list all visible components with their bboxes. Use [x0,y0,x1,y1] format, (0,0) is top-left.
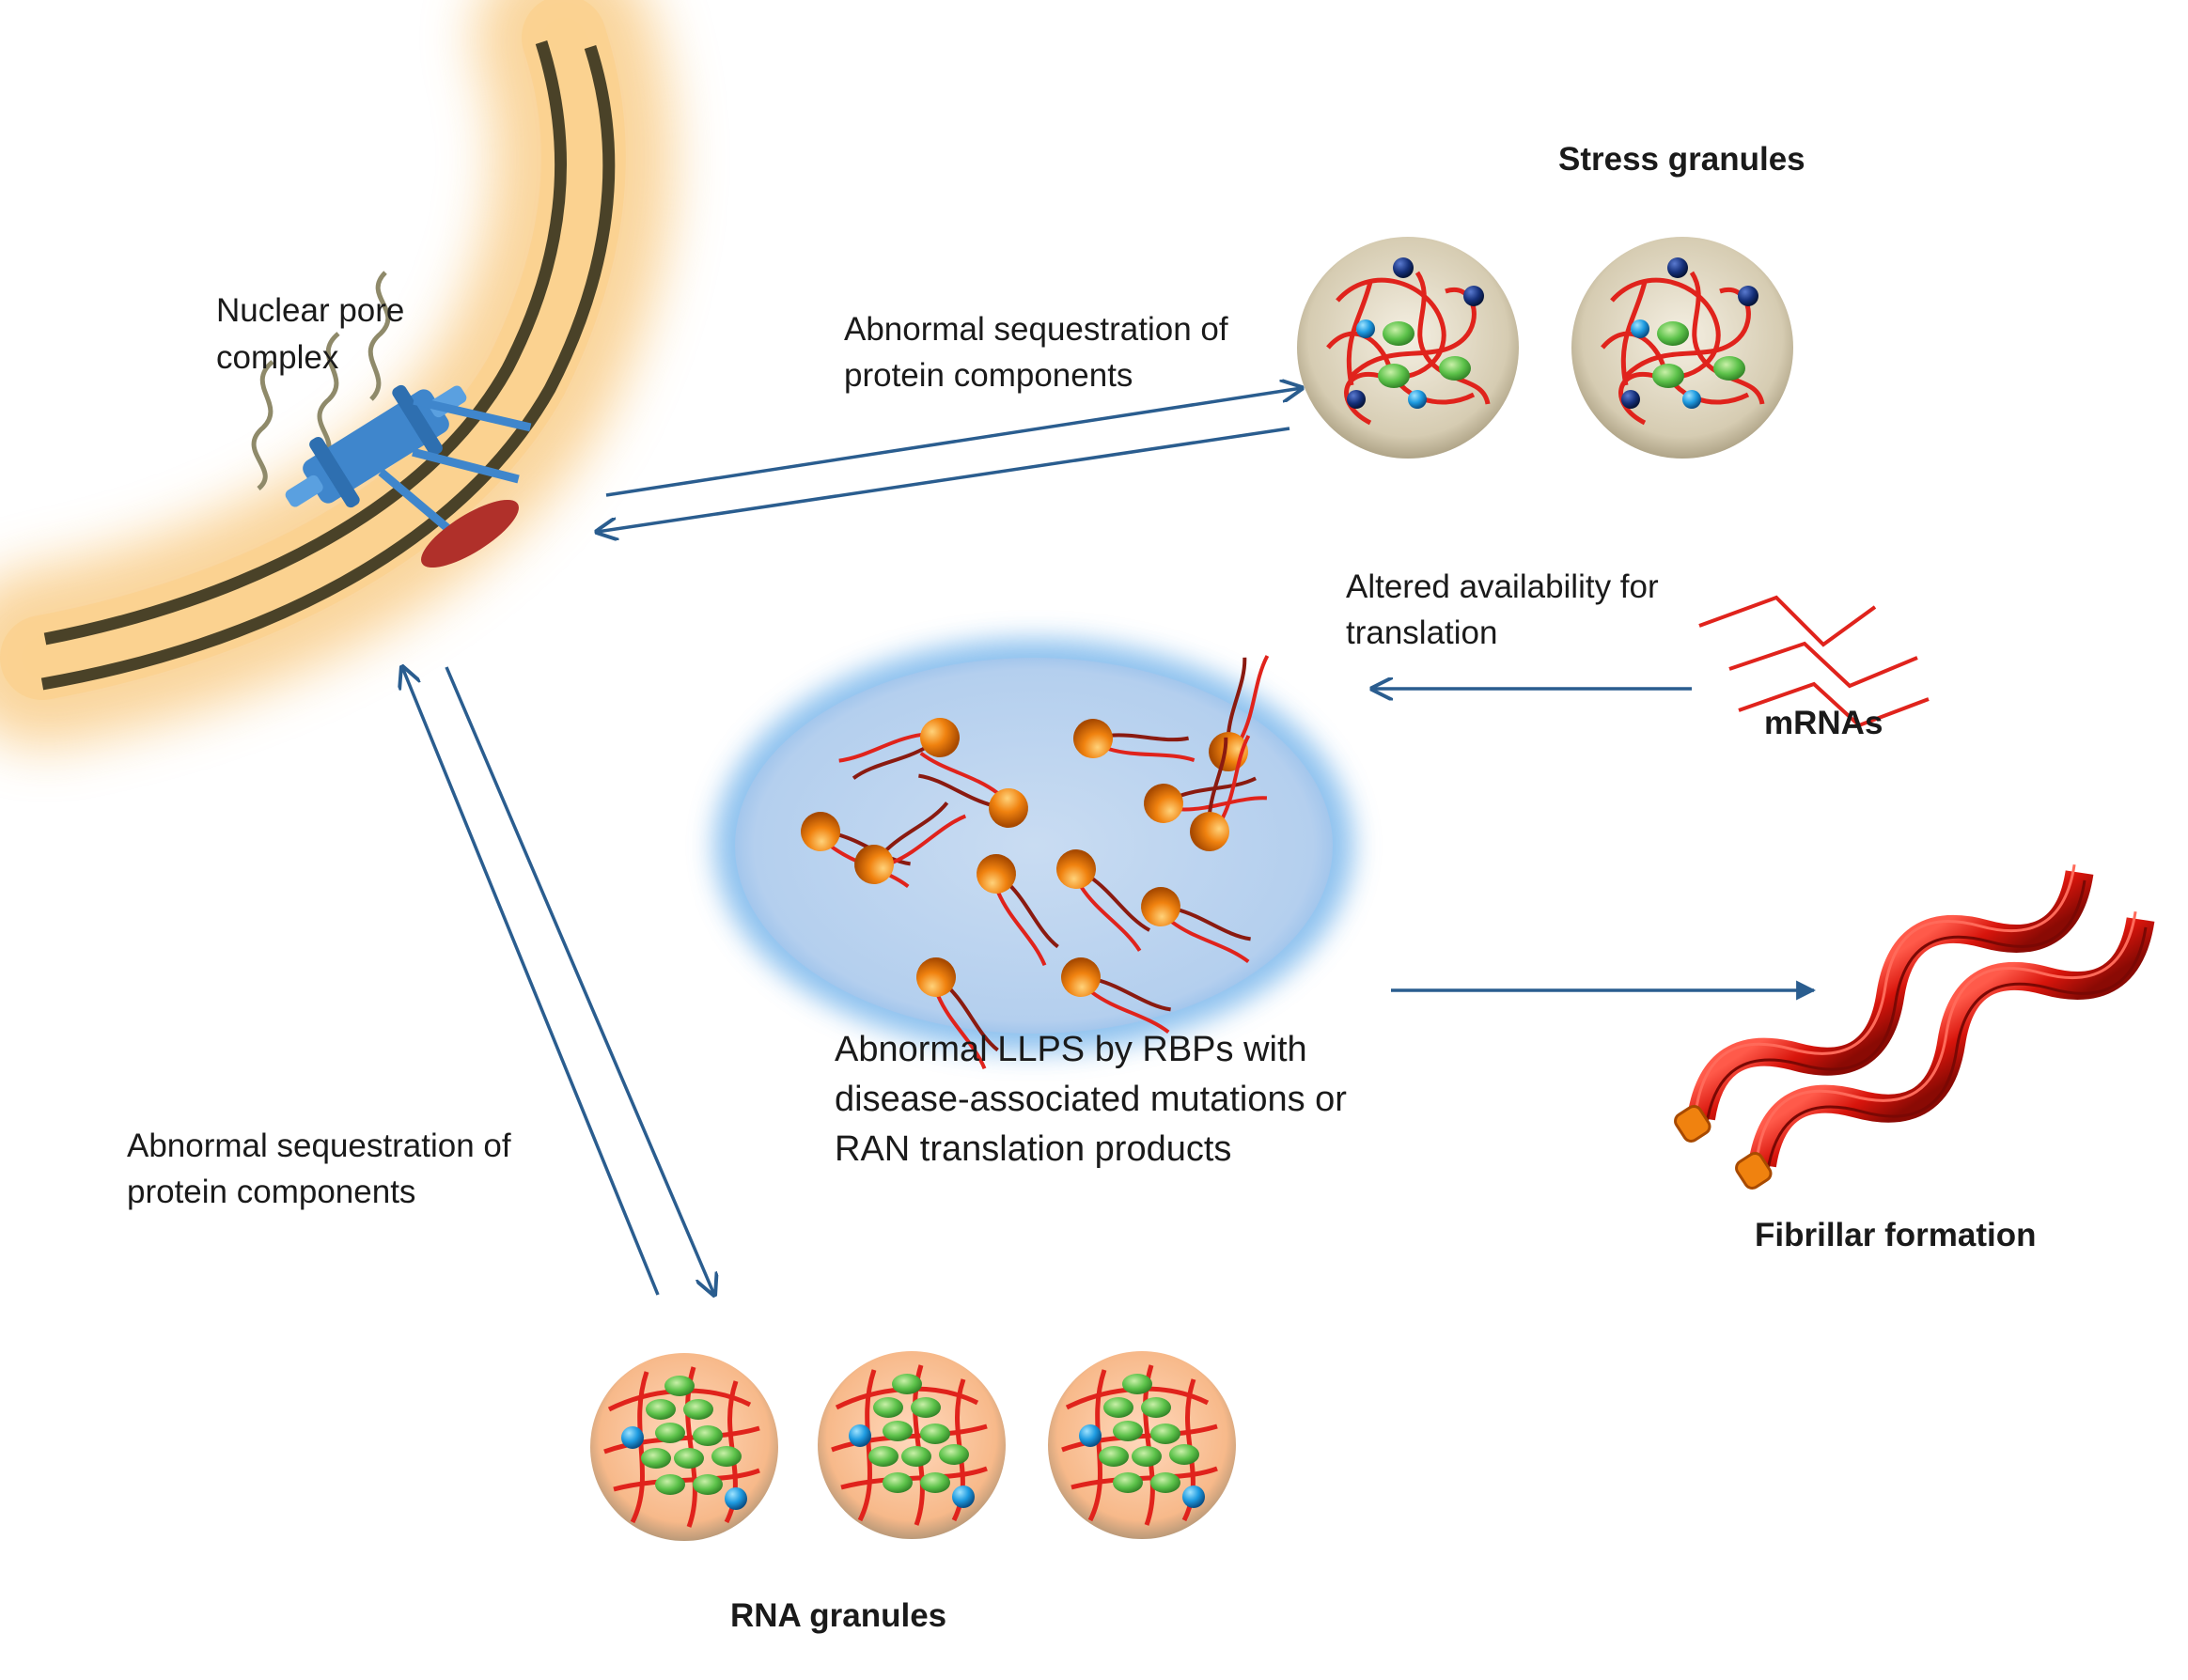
rna-granules-label: RNA granules [730,1597,947,1634]
llps-label-line1: Abnormal LLPS by RBPs with [835,1030,1307,1069]
arrows [402,388,1817,1296]
llps-label-line3: RAN translation products [835,1129,1232,1169]
stress-granule-icon [1571,237,1793,459]
rna-granule-icon [1048,1351,1236,1539]
nuclear-pore-complex-icon [251,271,532,568]
arrow-from-stress-granules [597,427,1290,532]
mrna-icon [1698,595,1930,728]
sequestration-top-line1: Abnormal sequestration of [844,311,1228,348]
arrow-to-rna-granules [445,666,714,1295]
arrow-to-nuclear-pore [402,667,660,1296]
altered-availability-line2: translation [1346,614,1498,651]
stress-granules-label: Stress granules [1558,141,1805,178]
nuclear-pore-label-line1: Nuclear pore [216,292,405,329]
fibrillar-formation-label: Fibrillar formation [1755,1217,2037,1253]
nuclear-envelope [0,0,673,747]
altered-availability-line1: Altered availability for [1346,568,1659,605]
sequestration-left-line2: protein components [127,1174,416,1210]
rna-granule-icon [590,1353,778,1541]
sequestration-left-line1: Abnormal sequestration of [127,1128,511,1164]
rna-granule-icon [818,1351,1006,1539]
llps-droplet-icon [714,639,1353,1079]
mrnas-label: mRNAs [1764,705,1883,741]
arrow-to-stress-granules [605,388,1302,497]
stress-granule-icon [1297,237,1519,459]
sequestration-top-line2: protein components [844,357,1133,394]
fibril-icon [1674,863,2155,1190]
llps-label-line2: disease-associated mutations or [835,1080,1347,1119]
nuclear-pore-label-line2: complex [216,339,339,376]
